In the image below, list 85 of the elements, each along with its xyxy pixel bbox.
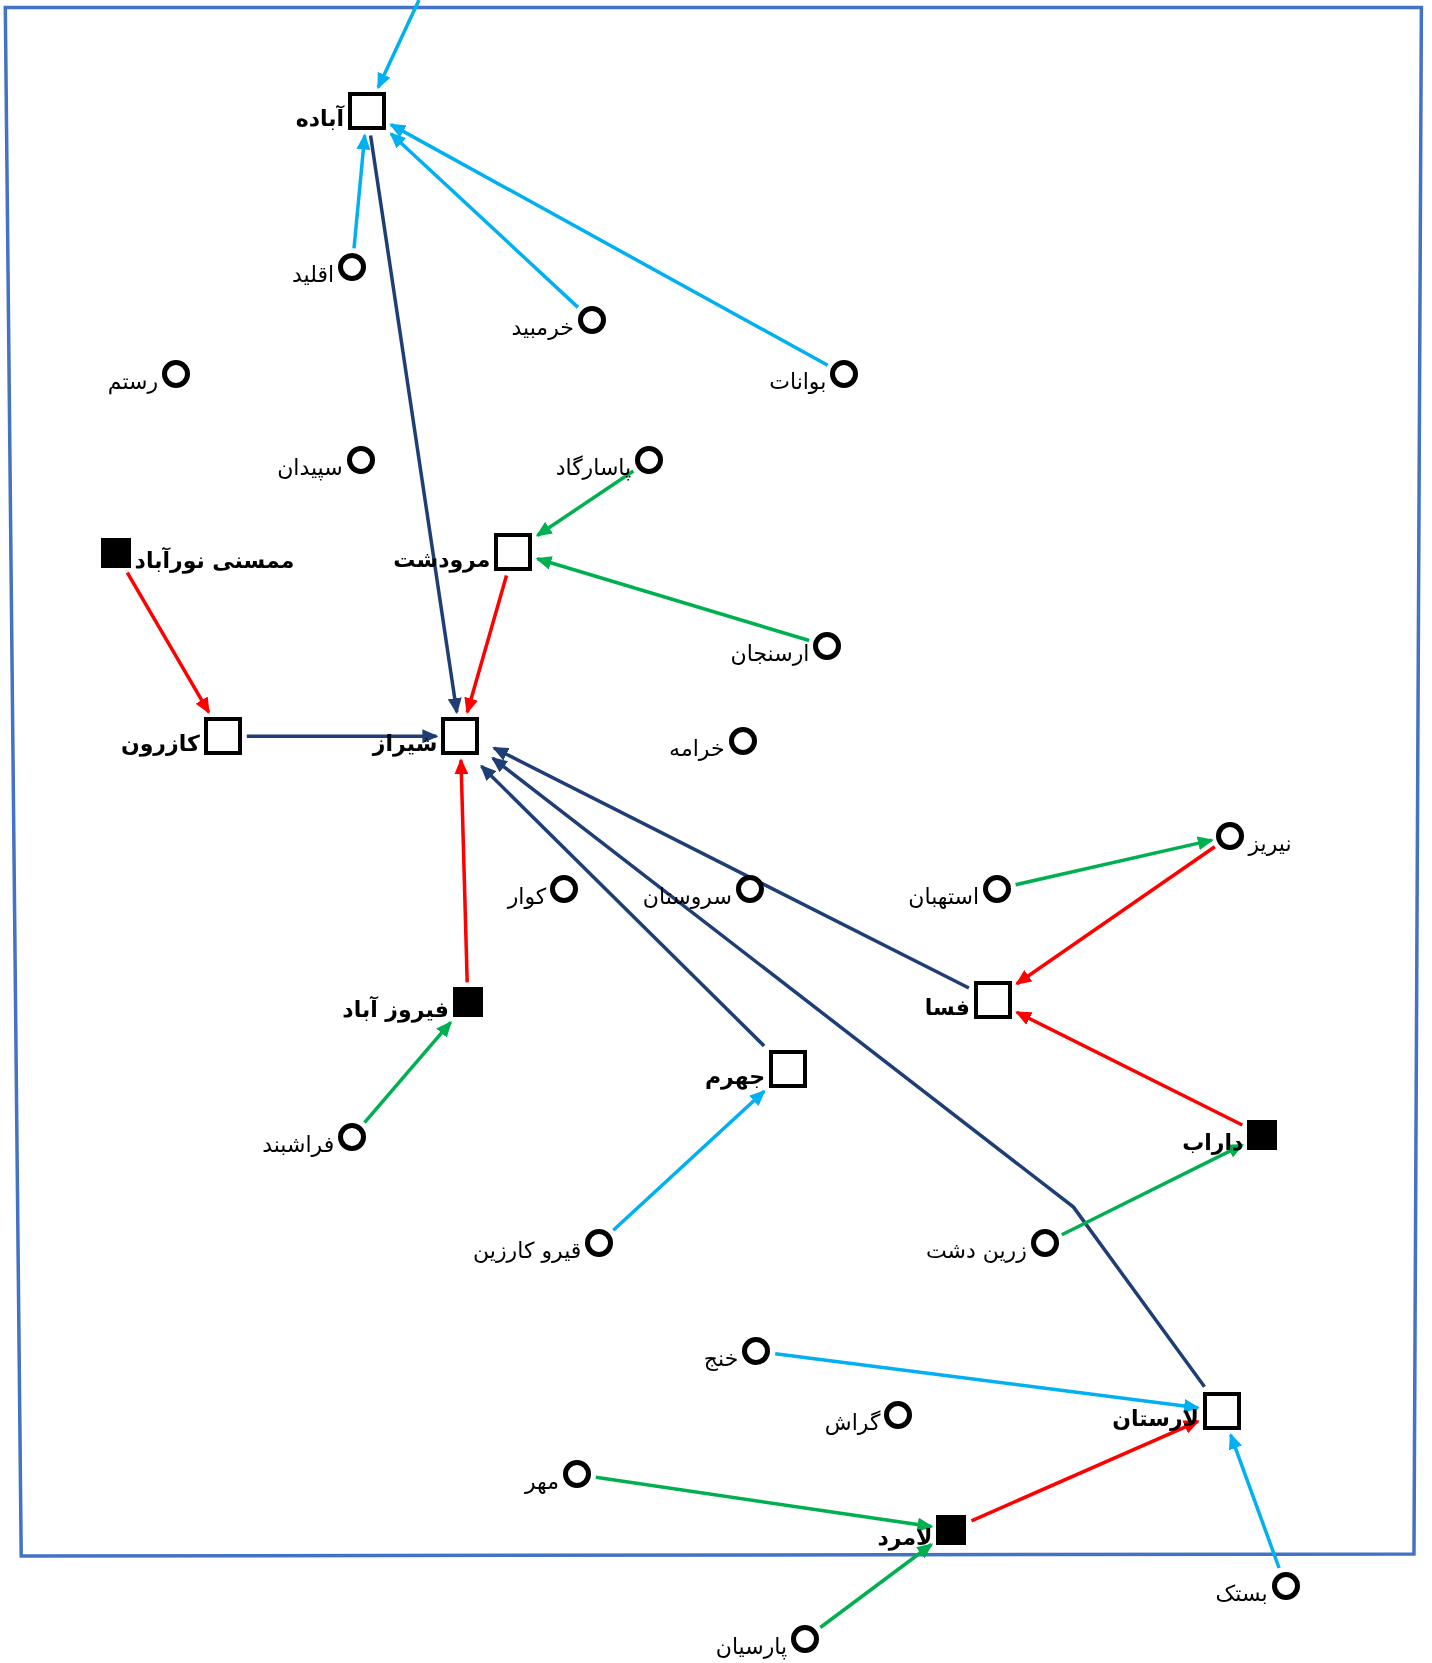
arrow bbox=[480, 764, 766, 1048]
arrow bbox=[389, 123, 829, 367]
arrow bbox=[464, 575, 509, 715]
place-label: پارسیان bbox=[714, 1633, 789, 1660]
circle-marker bbox=[585, 1229, 614, 1258]
circle-marker bbox=[1030, 1229, 1059, 1258]
place-label: داراب bbox=[1181, 1130, 1245, 1156]
circle-marker bbox=[577, 306, 606, 335]
place-label: فسا bbox=[923, 995, 971, 1022]
place-label: رستم bbox=[106, 369, 160, 396]
arrow bbox=[774, 1352, 1200, 1413]
arrow bbox=[970, 1419, 1200, 1523]
circle-marker bbox=[735, 874, 764, 903]
arrow bbox=[363, 1020, 452, 1124]
place-label: پاسارگاد bbox=[554, 455, 633, 482]
square-marker bbox=[441, 717, 480, 756]
circle-marker bbox=[728, 727, 757, 756]
filled-square-marker bbox=[452, 987, 483, 1018]
place-label: سپیدان bbox=[276, 455, 344, 482]
place-label: کازرون bbox=[119, 731, 201, 758]
arrow bbox=[376, 0, 421, 90]
circle-marker bbox=[563, 1460, 592, 1489]
square-marker bbox=[494, 532, 533, 571]
circle-marker bbox=[550, 874, 579, 903]
place-label: خرمبید bbox=[510, 315, 575, 342]
place-label: کوار bbox=[506, 883, 548, 910]
place-label: شیراز bbox=[371, 731, 439, 758]
square-marker bbox=[973, 981, 1012, 1020]
circle-marker bbox=[813, 632, 842, 660]
arrow bbox=[1061, 1143, 1245, 1237]
place-label: ممسنی نورآباد bbox=[133, 547, 296, 574]
place-label: خنج bbox=[702, 1346, 740, 1373]
circle-marker bbox=[635, 446, 664, 475]
place-label: فیروز آباد bbox=[341, 997, 450, 1024]
place-label: گراش bbox=[823, 1410, 882, 1436]
place-label: لارستان bbox=[1111, 1405, 1200, 1432]
place-label: نیریز bbox=[1247, 830, 1293, 857]
arrow bbox=[535, 556, 810, 643]
place-label: ارسنجان bbox=[729, 641, 811, 667]
circle-marker bbox=[884, 1401, 913, 1429]
arrow bbox=[595, 1475, 934, 1532]
square-marker bbox=[203, 717, 242, 756]
arrow bbox=[352, 133, 371, 249]
arrow bbox=[389, 132, 580, 309]
arrow bbox=[535, 469, 635, 537]
arrow bbox=[368, 135, 462, 715]
square-marker bbox=[348, 92, 386, 131]
arrow bbox=[1228, 1432, 1281, 1569]
circle-marker bbox=[1271, 1571, 1300, 1600]
arrow bbox=[491, 756, 1206, 1388]
arrow bbox=[246, 729, 439, 744]
place-label: استهبان bbox=[907, 883, 981, 910]
place-label: خرامه bbox=[668, 736, 726, 763]
circle-marker bbox=[162, 360, 191, 389]
arrow bbox=[819, 1543, 934, 1629]
place-label: مهر bbox=[523, 1469, 561, 1496]
circle-marker bbox=[346, 446, 375, 475]
filled-square-marker bbox=[936, 1514, 967, 1545]
circle-marker bbox=[830, 360, 859, 389]
filled-square-marker bbox=[100, 537, 131, 568]
square-marker bbox=[769, 1050, 808, 1089]
arrow bbox=[612, 1089, 766, 1232]
arrow bbox=[125, 571, 211, 714]
circle-marker bbox=[1216, 821, 1245, 850]
circle-marker bbox=[742, 1337, 771, 1366]
circle-marker bbox=[338, 253, 367, 282]
place-label: بوانات bbox=[768, 369, 828, 396]
circle-marker bbox=[338, 1123, 367, 1152]
circle-marker bbox=[791, 1624, 820, 1653]
arrow bbox=[454, 758, 469, 983]
filled-square-marker bbox=[1247, 1120, 1278, 1150]
place-label: قیرو کارزین bbox=[472, 1238, 583, 1265]
arrow bbox=[1015, 836, 1214, 887]
place-label: اقلید bbox=[291, 262, 336, 289]
place-label: جهرم bbox=[703, 1064, 767, 1091]
place-label: زرین دشت bbox=[924, 1238, 1028, 1265]
square-marker bbox=[1202, 1391, 1241, 1430]
circle-marker bbox=[983, 874, 1012, 903]
place-label: آباده bbox=[294, 106, 346, 133]
arrow bbox=[1015, 845, 1216, 986]
arrow bbox=[1015, 1010, 1244, 1127]
place-label: لامرد bbox=[876, 1524, 934, 1551]
place-label: فراشبند bbox=[261, 1132, 336, 1159]
place-label: بستک bbox=[1214, 1580, 1269, 1607]
arrow bbox=[492, 746, 970, 990]
